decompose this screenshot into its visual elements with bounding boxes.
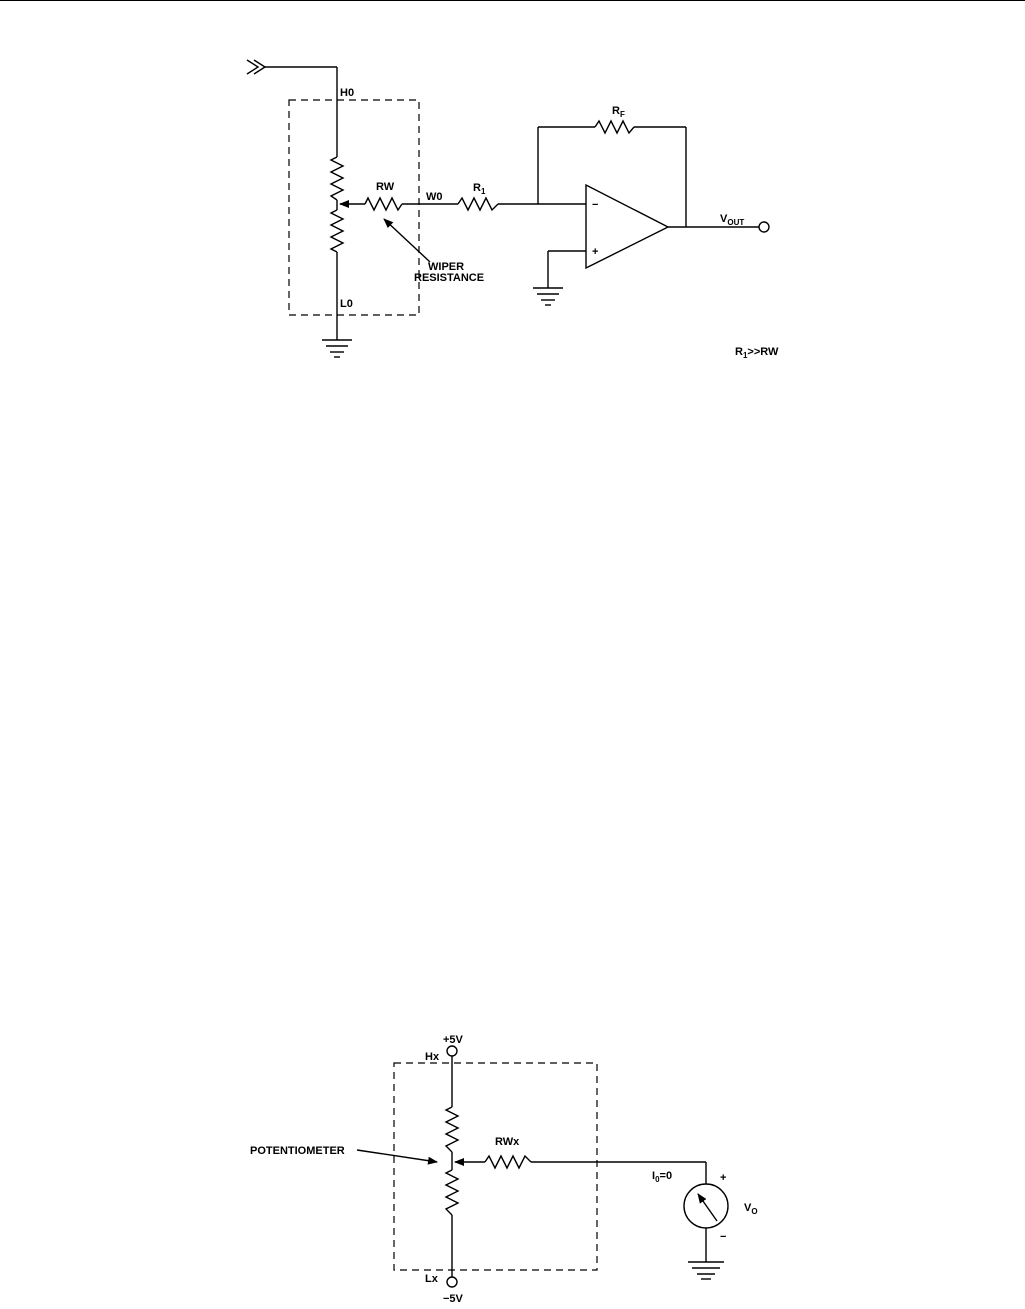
label-resistance: RESISTANCE <box>414 272 484 284</box>
label-r1-note: R1>>RW <box>735 346 779 360</box>
label-meter-plus: + <box>720 1172 726 1184</box>
label-r1: R1 <box>473 182 486 196</box>
ground-icon <box>322 339 352 358</box>
vout-terminal-icon <box>758 221 770 233</box>
voltmeter-needle <box>697 1193 718 1222</box>
label-wiper: WIPER <box>428 261 464 273</box>
label-l0: L0 <box>340 298 353 310</box>
label-rw: RW <box>376 181 395 193</box>
label-h0: H0 <box>340 87 354 99</box>
label-rwx: RWx <box>495 1136 520 1148</box>
label-plus5v: +5V <box>443 1034 464 1046</box>
label-vo: VO <box>744 1202 758 1216</box>
rwx-resistor <box>484 1154 532 1170</box>
label-opamp-plus: + <box>592 246 598 258</box>
label-meter-minus: − <box>720 1231 726 1243</box>
input-connector-icon <box>246 59 337 75</box>
label-vout: VOUT <box>720 213 744 227</box>
minus5v-terminal-icon <box>446 1276 458 1288</box>
pot2-resistor-upper <box>444 1106 460 1153</box>
pot2-resistor-lower <box>444 1169 460 1216</box>
opamp-wiper-diagram: H0 L0 RW W0 R1 RF VOUT − + WIPER RESISTA… <box>246 59 779 360</box>
opamp-triangle <box>585 183 670 270</box>
r1-resistor <box>457 196 499 212</box>
label-w0: W0 <box>426 191 443 203</box>
label-rf: RF <box>612 105 625 119</box>
label-potentiometer: POTENTIOMETER <box>250 1145 345 1157</box>
rw-resistor <box>364 196 403 212</box>
potentiometer-pointer <box>356 1149 438 1165</box>
label-minus5v: −5V <box>443 1293 464 1305</box>
meter-ground-icon <box>688 1261 724 1280</box>
rf-resistor <box>594 119 635 135</box>
label-hx: Hx <box>425 1051 440 1063</box>
pot-resistor-lower <box>329 209 345 253</box>
page-top-rule <box>0 0 1025 1</box>
pot-resistor-upper <box>329 156 345 201</box>
label-lx: Lx <box>425 1273 439 1285</box>
label-i0: I0=0 <box>652 1170 672 1184</box>
potentiometer-package-box <box>288 99 420 316</box>
potentiometer-package-box-2 <box>393 1062 598 1271</box>
wiper-resistance-pointer <box>383 218 431 263</box>
label-opamp-minus: − <box>592 199 598 211</box>
plus5v-terminal-icon <box>446 1045 458 1057</box>
potentiometer-measurement-diagram: +5V Hx Lx −5V RWx POTENTIOMETER I0=0 + −… <box>250 1034 758 1305</box>
opamp-ground-icon <box>533 287 563 306</box>
